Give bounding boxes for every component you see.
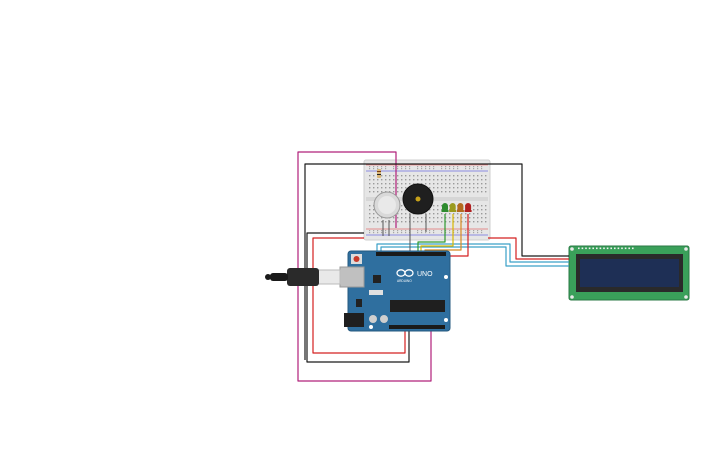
wire-cyan-1 xyxy=(376,243,569,263)
wire-black-ground xyxy=(306,232,410,363)
arduino-brand-label: ARDUINO xyxy=(397,279,412,283)
wire-yellow-led xyxy=(420,214,454,252)
wire-magenta-outer xyxy=(297,151,432,382)
resistor[interactable] xyxy=(377,169,381,178)
piezo-buzzer[interactable] xyxy=(402,183,434,215)
lcd-display[interactable] xyxy=(568,245,690,301)
atmega-chip xyxy=(390,300,445,312)
usb-cable[interactable] xyxy=(265,268,341,286)
led-green[interactable] xyxy=(441,203,449,212)
reset-button[interactable] xyxy=(353,256,360,262)
wire-cyan-2 xyxy=(380,246,569,267)
arduino-logo xyxy=(396,269,414,277)
lcd-pin-header xyxy=(578,247,634,250)
wire-red-power xyxy=(312,237,406,354)
led-yellow[interactable] xyxy=(449,203,457,212)
power-jack xyxy=(344,313,364,327)
sensor[interactable] xyxy=(373,191,401,219)
wire-black-top xyxy=(304,163,569,360)
usb-port xyxy=(339,266,365,288)
wire-red-lcd xyxy=(488,237,569,260)
led-red[interactable] xyxy=(464,203,472,212)
digital-header xyxy=(376,252,446,256)
arduino-model-label: UNO xyxy=(417,271,433,278)
led-orange[interactable] xyxy=(456,203,464,212)
arduino-uno[interactable]: UNO ARDUINO xyxy=(265,250,451,332)
led-array[interactable] xyxy=(441,203,472,212)
wire-green-led xyxy=(417,214,446,252)
analog-header xyxy=(389,325,445,329)
